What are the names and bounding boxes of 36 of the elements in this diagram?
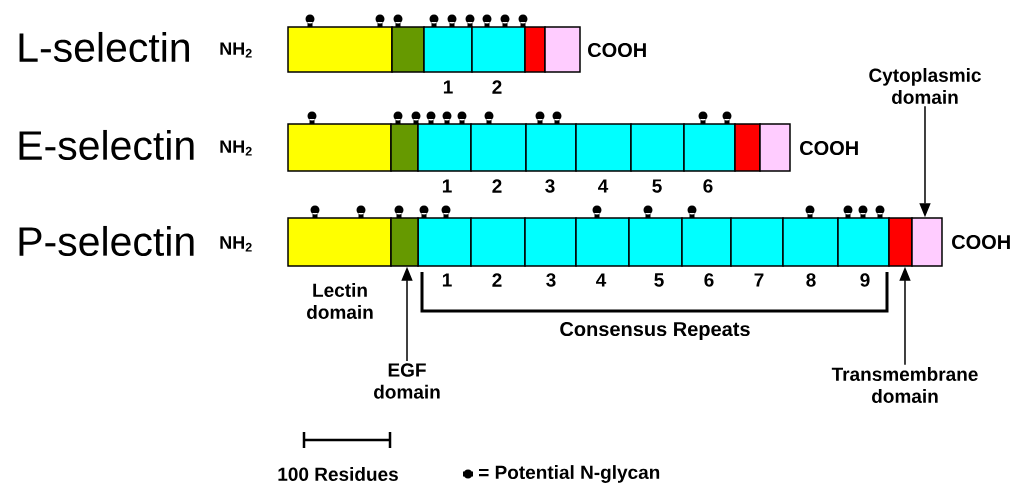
domain-label: Cytoplasmic domain: [869, 68, 981, 104]
terminus-label: NH$_{2}$: [220, 236, 252, 252]
scale-label: 100 Residues: [278, 467, 398, 481]
repeat-number: 8: [806, 273, 816, 287]
repeat-number: 2: [492, 179, 502, 193]
repeat-number: 6: [704, 273, 714, 287]
domain-segment: [888, 217, 913, 267]
repeat-number: 3: [546, 273, 556, 287]
protein-name: E-selectin: [19, 129, 194, 161]
terminus-label: NH$_{2}$: [220, 140, 252, 156]
repeat-number: 4: [596, 273, 607, 287]
repeat-number: 5: [652, 179, 662, 193]
domain-label: Lectin domain: [307, 283, 373, 319]
repeat-number: 2: [492, 80, 502, 94]
repeat-number: 9: [860, 273, 870, 287]
repeat-number: 1: [442, 273, 452, 287]
repeat-number: 3: [545, 179, 555, 193]
repeat-number: 1: [443, 80, 453, 94]
terminus-label: COOH: [800, 140, 858, 156]
protein-name: L-selectin: [19, 31, 189, 63]
repeat-number: 4: [598, 179, 609, 193]
repeat-number: 2: [492, 273, 502, 287]
domain-label: EGF domain: [374, 363, 440, 399]
domain-label: Transmembrane domain: [831, 367, 978, 403]
repeat-number: 5: [654, 273, 664, 287]
legend-label: = Potential N-glycan: [479, 465, 660, 483]
bracket-label: Consensus Repeats: [560, 321, 750, 341]
repeat-number: 1: [442, 179, 452, 193]
repeat-number: 6: [703, 179, 713, 193]
domain-segment: [390, 217, 419, 267]
repeat-number: 7: [754, 273, 764, 287]
terminus-label: NH$_{2}$: [220, 42, 252, 58]
domain-segment: [911, 217, 943, 267]
terminus-label: COOH: [952, 234, 1010, 250]
protein-name: P-selectin: [19, 225, 194, 257]
terminus-label: COOH: [588, 42, 646, 58]
